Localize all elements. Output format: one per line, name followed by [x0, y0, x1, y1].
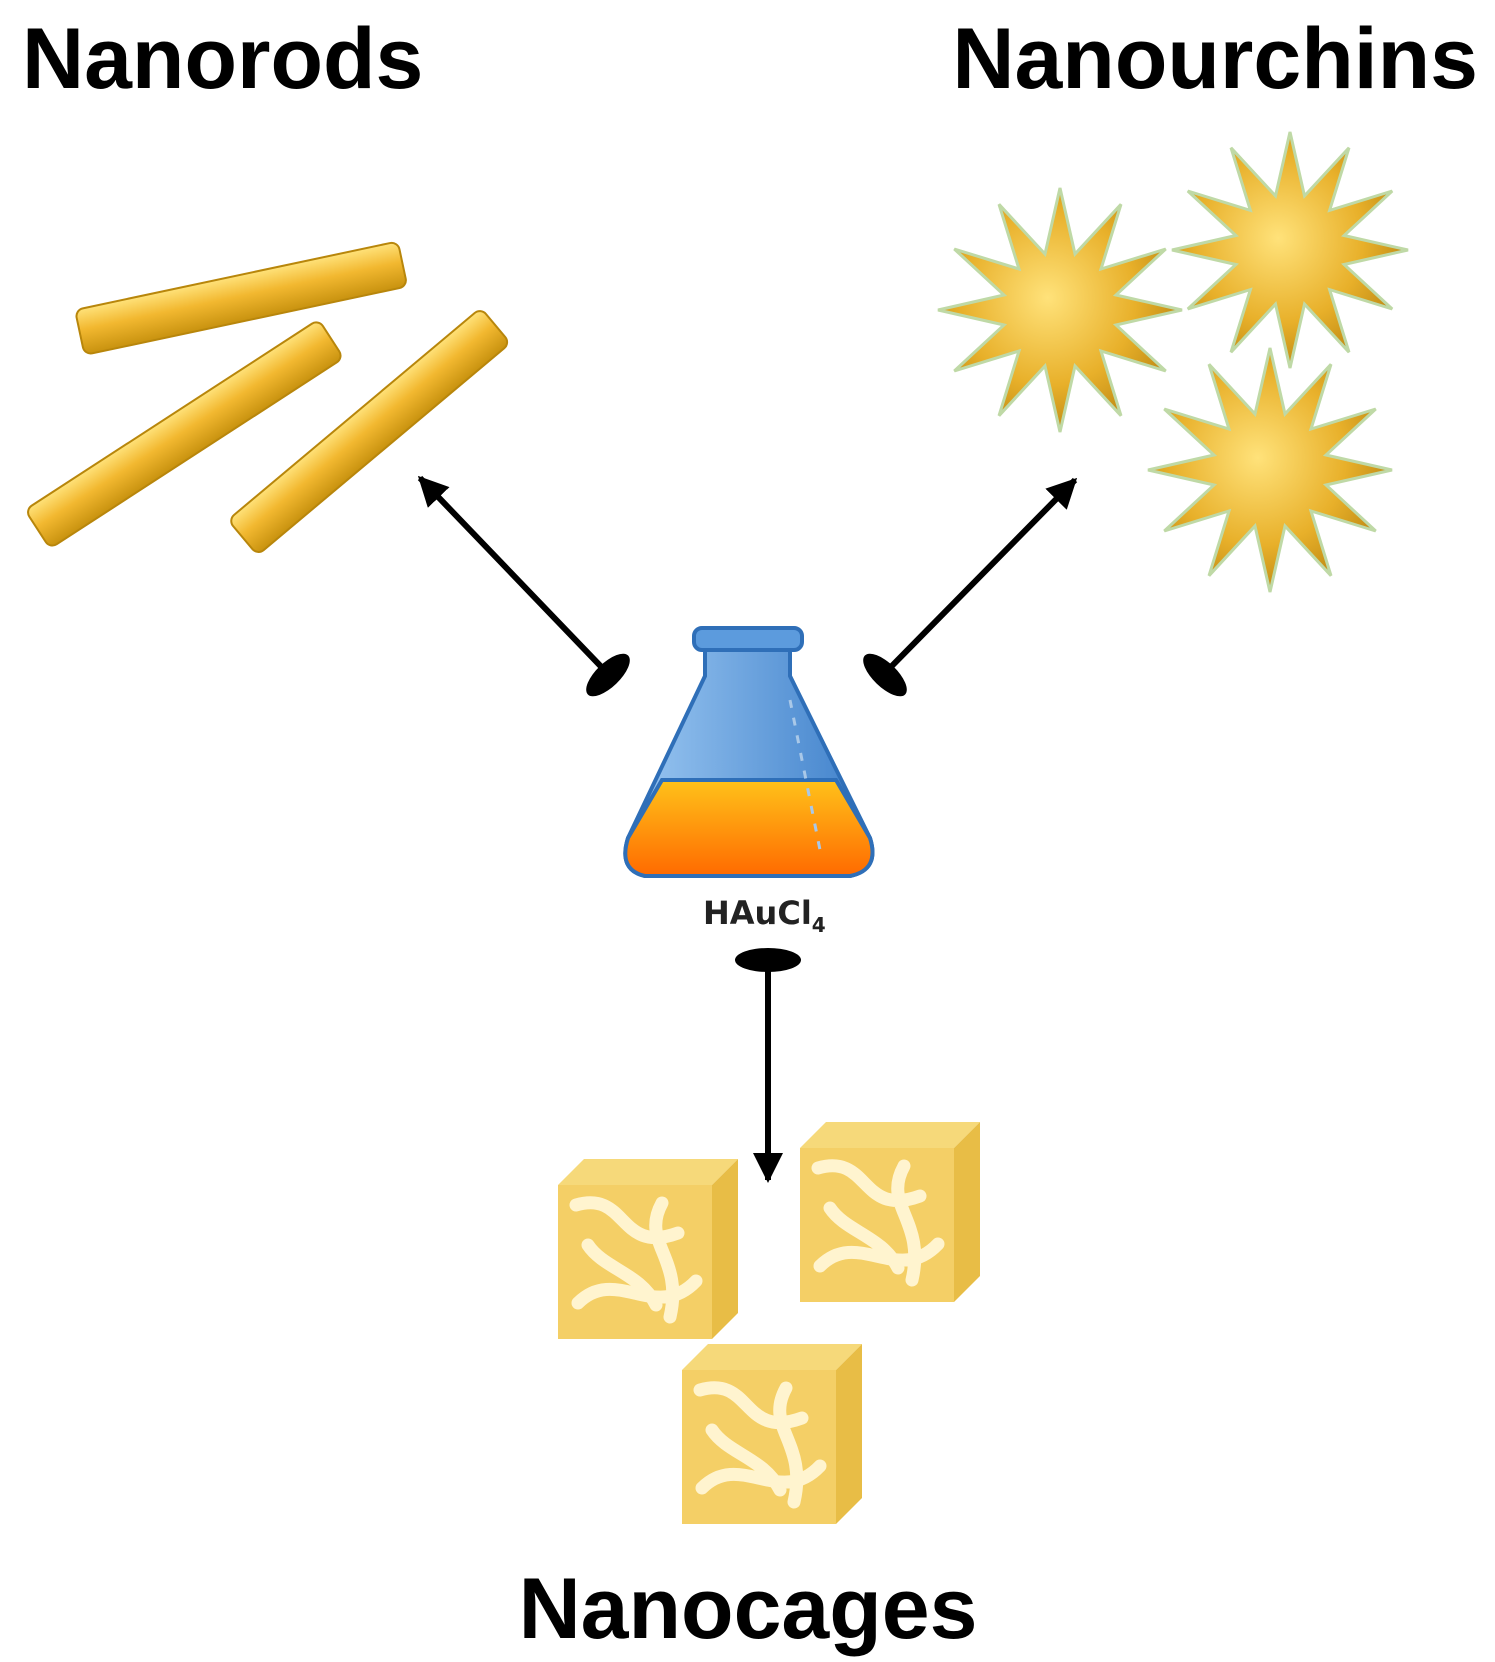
- nanocages-illustration: [558, 1122, 980, 1524]
- reagent-label: HAuCl4: [703, 894, 826, 937]
- arrow-to-nanourchins: [863, 477, 1078, 697]
- nanourchins-illustration: [937, 131, 1409, 593]
- nanorod-shape: [27, 321, 342, 547]
- nanourchin-shape: [937, 187, 1183, 433]
- nanorods-illustration: [27, 241, 509, 553]
- nanourchin-shape: [1147, 347, 1393, 593]
- nanocage-shape: [800, 1122, 980, 1302]
- nanocage-shape: [558, 1159, 738, 1339]
- label-nanocages: Nanocages: [519, 1561, 978, 1657]
- arrow-to-nanocages: [735, 948, 801, 1183]
- reagent-subscript: 4: [812, 913, 826, 937]
- nanourchin-shape: [1171, 131, 1409, 369]
- nanorod-shape: [230, 310, 509, 553]
- label-nanourchins: Nanourchins: [952, 11, 1478, 107]
- reagent-formula: HAuCl: [703, 894, 812, 932]
- label-nanorods: Nanorods: [22, 11, 423, 107]
- nanocage-shape: [682, 1344, 862, 1524]
- arrow-to-nanorods: [417, 475, 630, 697]
- nanorod-shape: [75, 241, 407, 355]
- flask-icon: [623, 626, 875, 878]
